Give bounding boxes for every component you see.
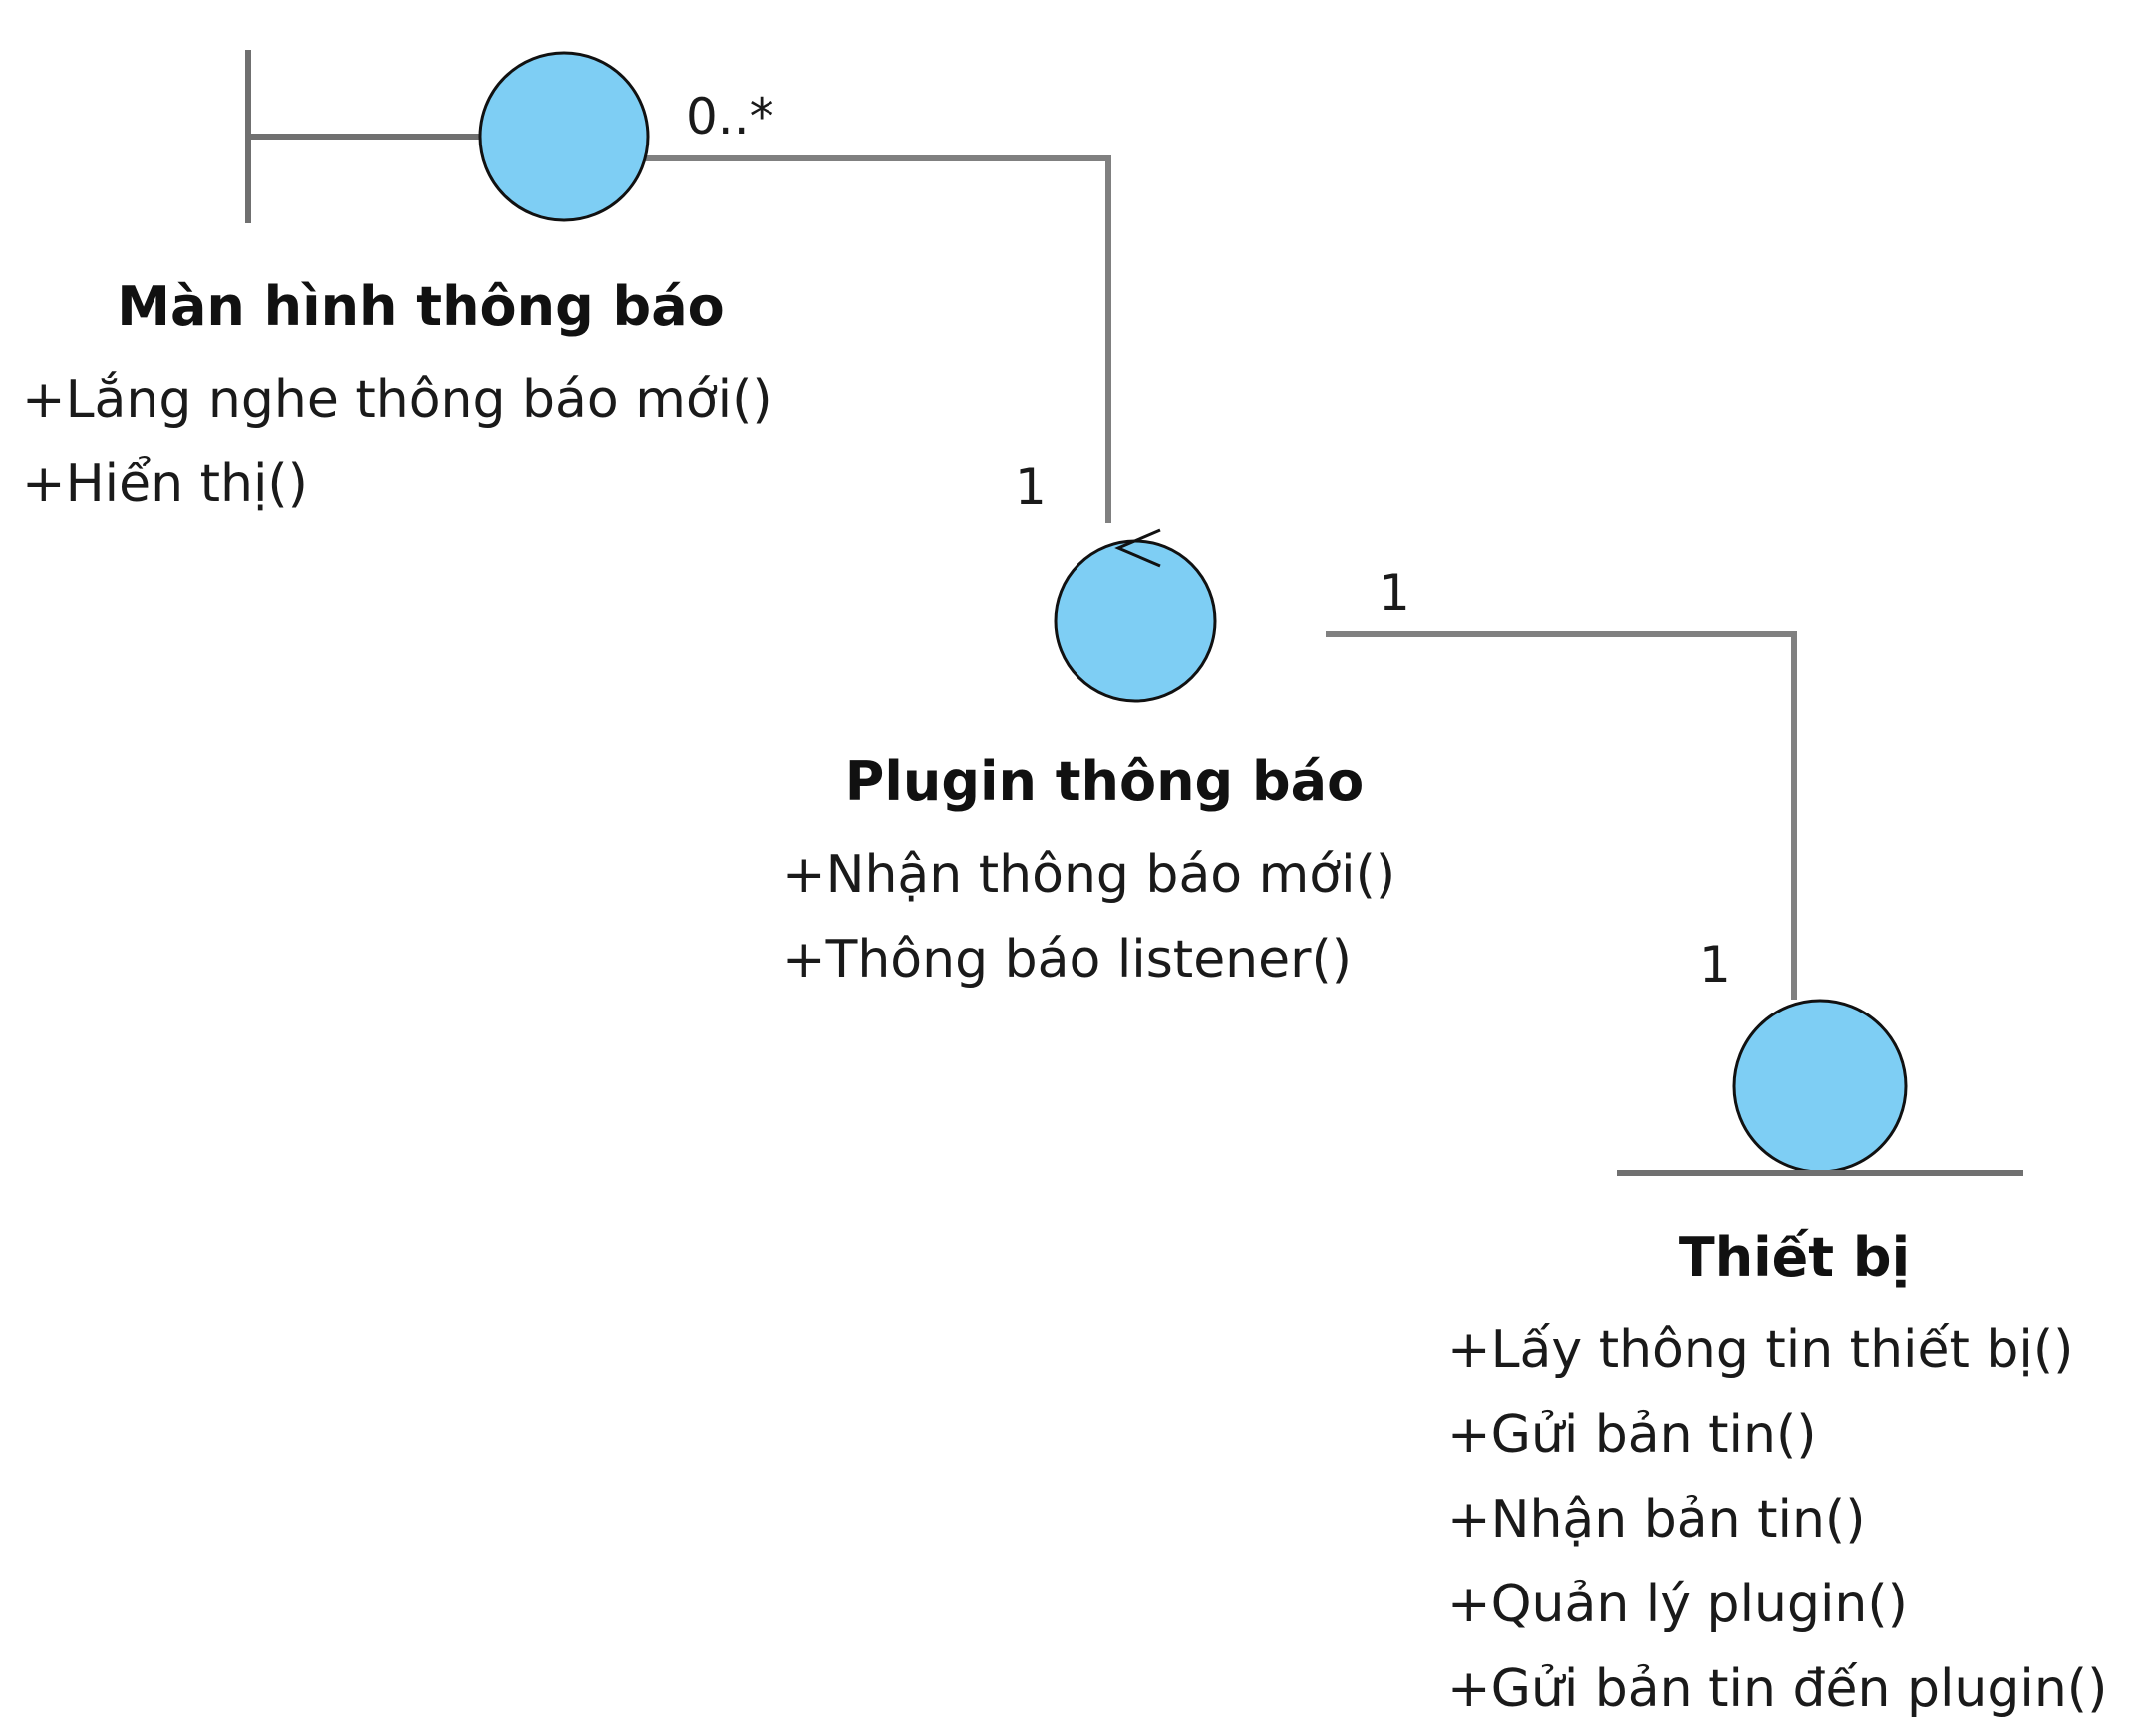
operation: +Gửi bản tin đến plugin()	[1447, 1659, 2107, 1719]
boundary-icon	[245, 50, 650, 223]
operation: +Nhận bản tin()	[1447, 1490, 1866, 1550]
class-fill-circle	[1732, 999, 1908, 1174]
association-line[interactable]	[646, 155, 1111, 523]
operation: +Lắng nghe thông báo mới()	[22, 370, 772, 430]
operation: +Nhận thông báo mới()	[782, 845, 1395, 905]
class-name: Thiết bị	[1679, 1226, 1910, 1289]
control-icon	[1054, 528, 1217, 703]
association-line[interactable]	[1326, 631, 1797, 1000]
multiplicity-label: 1	[1699, 936, 1731, 994]
association-control-entity[interactable]: 1 1	[1326, 564, 1797, 1000]
multiplicity-label: 1	[1015, 458, 1047, 516]
boundary-class[interactable]: Màn hình thông báo +Lắng nghe thông báo …	[22, 50, 772, 514]
association-boundary-control[interactable]: 0..* 1	[646, 88, 1111, 523]
class-fill-circle	[1054, 539, 1217, 703]
entity-class[interactable]: Thiết bị +Lấy thông tin thiết bị() +Gửi …	[1447, 999, 2107, 1719]
operation: +Gửi bản tin()	[1447, 1405, 1817, 1465]
operation: +Hiển thị()	[22, 454, 308, 514]
operation: +Quản lý plugin()	[1447, 1575, 1908, 1634]
class-name: Màn hình thông báo	[117, 275, 725, 338]
operation: +Thông báo listener()	[782, 930, 1352, 990]
multiplicity-label: 1	[1379, 564, 1410, 622]
class-fill-circle	[478, 51, 650, 222]
class-name: Plugin thông báo	[845, 750, 1364, 813]
operation: +Lấy thông tin thiết bị()	[1447, 1320, 2073, 1380]
multiplicity-label: 0..*	[686, 88, 774, 145]
entity-icon	[1617, 999, 2023, 1176]
control-class[interactable]: Plugin thông báo +Nhận thông báo mới() +…	[782, 528, 1395, 990]
